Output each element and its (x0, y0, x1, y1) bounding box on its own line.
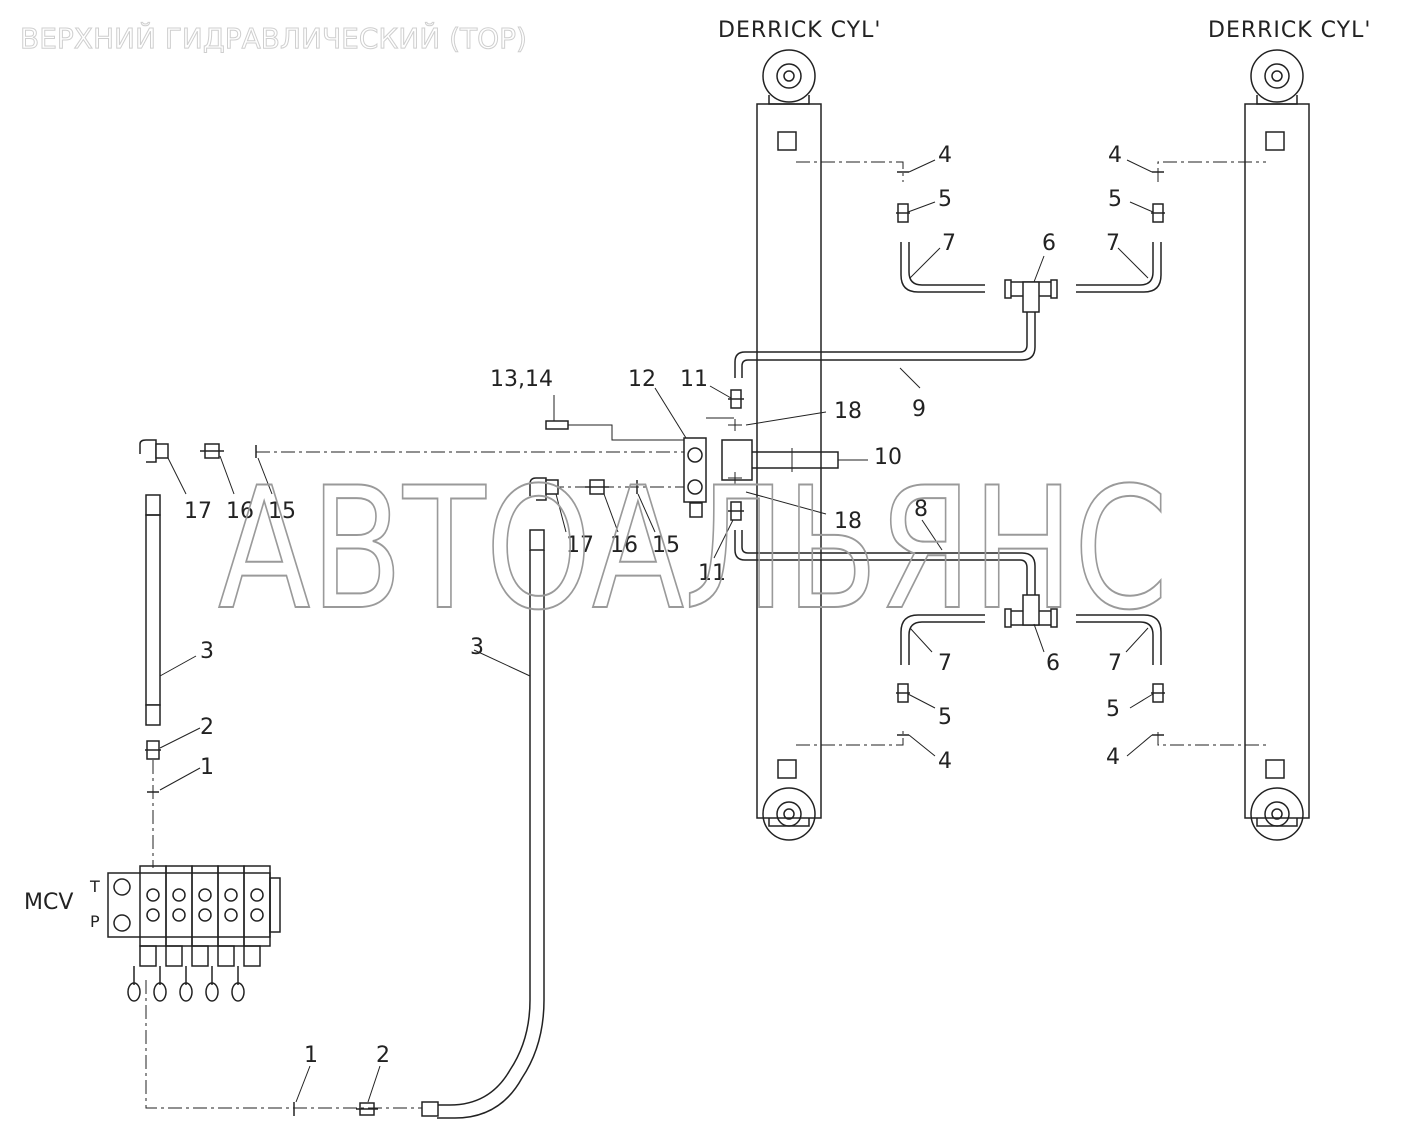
bottom-hose-group (728, 472, 1266, 746)
callout-5-top-left: 5 (938, 187, 952, 212)
mcv-label: MCV (24, 890, 73, 915)
callout-1-bottom: 1 (304, 1043, 318, 1068)
callout-2-bottom: 2 (376, 1043, 390, 1068)
callout-5-top-right: 5 (1108, 187, 1122, 212)
callout-5-bottom-right: 5 (1106, 697, 1120, 722)
callout-10: 10 (874, 445, 902, 470)
mcv-valve-bank (107, 865, 281, 1002)
callout-6-bottom: 6 (1046, 651, 1060, 676)
watermark: АВТОАЛЬЯНС (218, 451, 1168, 647)
left-derrick-cylinder (756, 49, 822, 841)
leader-lines (159, 159, 1154, 1103)
callout-4-top-right: 4 (1108, 143, 1122, 168)
callout-11-top: 11 (680, 367, 708, 392)
callout-7-bottom-left: 7 (938, 651, 952, 676)
callout-6-top: 6 (1042, 231, 1056, 256)
callout-18-bottom: 18 (834, 509, 862, 534)
left-cylinder-title: DERRICK CYL' (718, 18, 881, 43)
top-hose-group (728, 161, 1266, 431)
faint-header-title: ВЕРХНИЙ ГИДРАВЛИЧЕСКИЙ (ТОР) (20, 21, 527, 55)
callout-4-top-left: 4 (938, 143, 952, 168)
left-feed-line (139, 439, 684, 868)
callout-1-left: 1 (200, 755, 214, 780)
callout-18-top: 18 (834, 399, 862, 424)
right-cylinder-title: DERRICK CYL' (1208, 18, 1371, 43)
mcv-port-t: T (89, 877, 100, 896)
callout-3-middle: 3 (470, 635, 484, 660)
callout-11-bottom: 11 (698, 561, 726, 586)
callout-15-left: 15 (268, 499, 296, 524)
callout-4-bottom-right: 4 (1106, 745, 1120, 770)
callout-5-bottom-left: 5 (938, 705, 952, 730)
middle-feed-line (145, 477, 684, 1119)
callout-4-bottom-left: 4 (938, 749, 952, 774)
callout-13-14: 13,14 (490, 367, 553, 392)
callout-2-left: 2 (200, 715, 214, 740)
callout-16-left: 16 (226, 499, 254, 524)
mcv-port-p: P (90, 912, 100, 931)
callout-7-bottom-right: 7 (1108, 651, 1122, 676)
holding-valve-block (545, 417, 868, 518)
callout-17-middle: 17 (566, 533, 594, 558)
callout-16-middle: 16 (610, 533, 638, 558)
callout-9: 9 (912, 397, 926, 422)
callout-8: 8 (914, 497, 928, 522)
callout-12: 12 (628, 367, 656, 392)
callout-7-top-left: 7 (942, 231, 956, 256)
callout-15-middle: 15 (652, 533, 680, 558)
callout-17-left: 17 (184, 499, 212, 524)
callout-7-top-right: 7 (1106, 231, 1120, 256)
callout-3-left: 3 (200, 639, 214, 664)
right-derrick-cylinder (1244, 49, 1310, 841)
